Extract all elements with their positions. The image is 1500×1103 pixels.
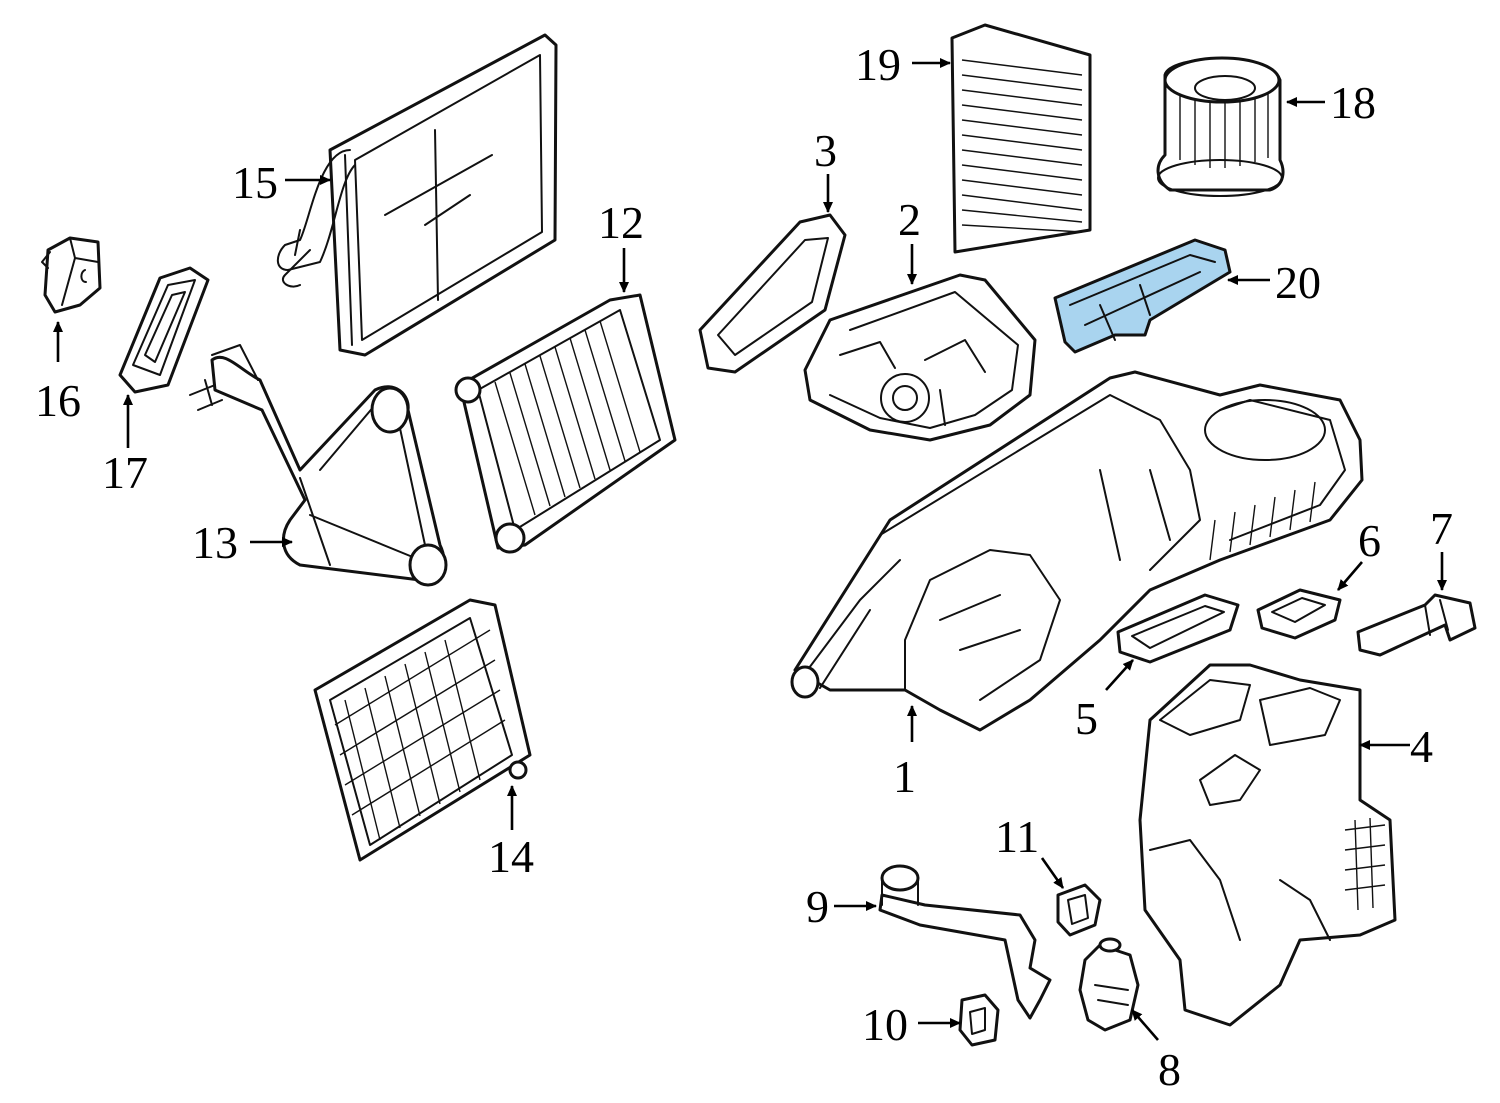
callout-4[interactable]: 4 [1410,721,1433,772]
part-18-blower-motor[interactable] [1156,56,1285,197]
callout-14[interactable]: 14 [488,831,534,882]
part-2-blower-housing[interactable] [803,273,1037,442]
callout-12[interactable]: 12 [598,197,644,248]
part-1-hvac-housing[interactable] [790,370,1364,732]
part-5-seal[interactable] [1116,593,1240,664]
part-7-actuator[interactable] [1356,593,1477,657]
callout-19[interactable]: 19 [855,39,901,90]
callout-15[interactable]: 15 [232,157,278,208]
part-14-core-grid[interactable] [313,598,532,862]
callout-5[interactable]: 5 [1075,693,1098,744]
callout-3[interactable]: 3 [814,125,837,176]
callout-18[interactable]: 18 [1330,77,1376,128]
part-16-actuator[interactable] [41,236,102,314]
callout-13[interactable]: 13 [192,517,238,568]
callout-16[interactable]: 16 [35,375,81,426]
callout-leaders [53,58,1447,1041]
part-8-sensor[interactable] [1078,937,1140,1032]
callout-11[interactable]: 11 [995,811,1039,862]
callout-20[interactable]: 20 [1275,257,1321,308]
callout-10[interactable]: 10 [862,999,908,1050]
callout-1[interactable]: 1 [893,751,916,802]
callout-9[interactable]: 9 [806,881,829,932]
part-20-highlighted-part[interactable] [1053,238,1232,354]
callout-6[interactable]: 6 [1358,515,1381,566]
callout-17[interactable]: 17 [102,447,148,498]
part-4-lower-housing[interactable] [1138,663,1397,1027]
part-11-grommet[interactable] [1056,883,1102,937]
callout-2[interactable]: 2 [898,194,921,245]
part-9-bracket[interactable] [878,864,1052,1020]
callout-8[interactable]: 8 [1158,1044,1181,1095]
callout-labels: 1 2 3 4 5 6 7 8 9 10 11 12 13 14 15 16 1… [35,39,1453,1095]
part-12-heater-core[interactable] [454,293,677,554]
part-17-seal[interactable] [118,266,210,394]
part-6-gasket[interactable] [1256,588,1342,640]
part-10-clip[interactable] [958,993,1000,1047]
callout-7[interactable]: 7 [1430,503,1453,554]
part-3-gasket[interactable] [698,213,847,374]
part-19-cabin-filter[interactable] [950,23,1092,254]
part-15-evaporator[interactable] [276,33,558,357]
